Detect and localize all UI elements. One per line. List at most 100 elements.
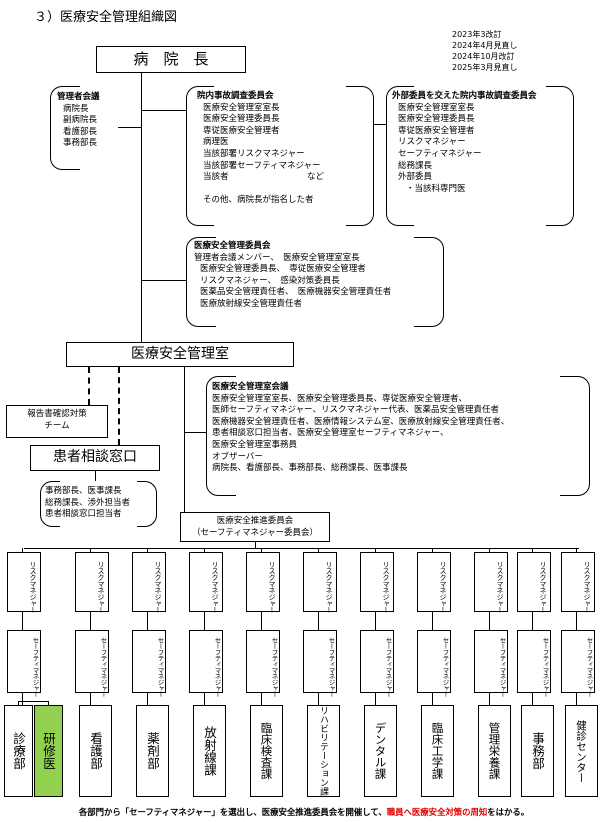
safety-manager-box: セーフティマネジャー xyxy=(417,630,451,697)
patient-consult-members: 事務部長、医事課長 総務課長、渉外担当者 患者相談窓口担当者 xyxy=(45,486,130,521)
meeting-line: 医療安全管理室室長、医療安全管理委員長、専従医療安全管理者、 xyxy=(212,393,468,404)
dept-join-line xyxy=(18,701,19,705)
meeting-line: 医療機器安全管理責任者、医療情報システム室、医療放射線安全管理責任者、 xyxy=(212,416,510,427)
risk-manager-label: リスクマネジャー xyxy=(539,561,547,613)
safety-committee-bracket-right xyxy=(414,237,444,327)
member: 当該部署セーフティマネジャー xyxy=(203,160,321,171)
consult-line: 事務部長、医事課長 xyxy=(45,486,122,496)
patient-consult-title: 患者相談窓口 xyxy=(53,449,137,465)
link-line xyxy=(204,693,205,705)
safety-manager-box: セーフティマネジャー xyxy=(360,630,394,697)
external-committee-connector xyxy=(374,124,386,125)
drop-line xyxy=(375,548,376,552)
consult-line: 患者相談窓口担当者 xyxy=(45,509,122,520)
member: ・当該科専門医 xyxy=(406,183,466,194)
member: 医療安全管理室室長 xyxy=(203,102,280,113)
safety-manager-box: セーフティマネジャー xyxy=(132,630,166,697)
department-6: 臨床検査課 xyxy=(250,705,283,797)
risk-manager-box: リスクマネジャー xyxy=(7,552,41,613)
promotion-committee-box: 医療安全推進委員会 （セーフティマネジャー委員会） xyxy=(180,512,330,542)
risk-manager-label: リスクマネジャー xyxy=(29,561,37,613)
patient-consult-bracket-left xyxy=(40,481,60,527)
report-team-line: チーム xyxy=(44,420,70,431)
internal-committee-note: その他、病院長が指名した者 xyxy=(203,194,314,205)
consult-line: 総務課長、渉外担当者 xyxy=(45,497,131,508)
member: 当該部署リスクマネジャー xyxy=(203,148,305,159)
safety-manager-label: セーフティマネジャー xyxy=(441,637,449,697)
member: 病理医 xyxy=(203,137,229,148)
drop-line xyxy=(489,548,490,552)
safety-manager-box: セーフティマネジャー xyxy=(246,630,280,697)
patient-consult-box: 患者相談窓口 xyxy=(30,445,160,471)
department-5: 放射線課 xyxy=(193,705,226,797)
member: 副病院長 xyxy=(63,115,98,126)
risk-manager-box: リスクマネジャー xyxy=(132,552,166,613)
risk-manager-label: リスクマネジャー xyxy=(97,561,105,613)
department-2: 研修医 xyxy=(34,705,63,797)
link-line xyxy=(432,693,433,705)
committee-line: 医療安全管理委員長、 専従医療安全管理者 xyxy=(200,264,366,275)
revision-line: 2024年4月見直し xyxy=(452,41,518,50)
member: 専従医療安全管理者 xyxy=(398,125,475,136)
link-line xyxy=(261,693,262,705)
meeting-line: 医師セーフティマネジャー、リスクマネジャー代表、医薬品安全管理責任者 xyxy=(212,405,500,416)
member: 医療安全管理委員長 xyxy=(398,114,475,125)
safety-manager-label: セーフティマネジャー xyxy=(99,637,107,697)
promotion-line: （セーフティマネジャー委員会） xyxy=(191,527,319,538)
patient-consult-line xyxy=(95,471,96,481)
link-line xyxy=(489,693,490,705)
safety-manager-box: セーフティマネジャー xyxy=(7,630,41,697)
member: リスクマネジャー xyxy=(398,137,466,148)
link-line xyxy=(375,612,376,630)
drop-line xyxy=(147,548,148,552)
member: 病院長 xyxy=(63,103,89,114)
link-line xyxy=(318,693,319,705)
dept-join-line xyxy=(48,701,49,705)
external-committee-bracket-right xyxy=(546,86,574,226)
risk-manager-box: リスクマネジャー xyxy=(189,552,223,613)
drop-line xyxy=(204,548,205,552)
revision-line: 2025年3月見直し xyxy=(452,63,518,72)
report-team-dashed-line xyxy=(88,367,90,405)
office-meeting: 医療安全管理室会議 医療安全管理室室長、医療安全管理委員長、専従医療安全管理者、… xyxy=(212,382,509,475)
link-line xyxy=(576,612,577,630)
internal-committee: 院内事故調査委員会 医療安全管理室室長 医療安全管理委員長 専従医療安全管理者 … xyxy=(197,91,324,206)
department-7: リハビリテーション課 xyxy=(307,705,340,797)
report-team-line: 報告書確認対策 xyxy=(27,409,87,419)
link-line xyxy=(489,612,490,630)
risk-manager-label: リスクマネジャー xyxy=(382,561,390,613)
safety-manager-label: セーフティマネジャー xyxy=(585,637,593,697)
page-title: ３）医療安全管理組織図 xyxy=(34,10,178,25)
link-line xyxy=(432,612,433,630)
office-meeting-connector xyxy=(184,432,206,433)
risk-manager-box: リスクマネジャー xyxy=(360,552,394,613)
revision-line: 2024年10月改訂 xyxy=(452,52,515,61)
management-connector xyxy=(118,127,141,128)
management-meeting: 管理者会議 病院長 副病院長 看護部長 事務部長 xyxy=(57,92,100,150)
member: 専従医療安全管理者 xyxy=(203,125,280,136)
risk-manager-label: リスクマネジャー xyxy=(583,561,591,613)
department-8: デンタル課 xyxy=(364,705,397,797)
safety-committee-connector xyxy=(141,280,186,281)
internal-committee-title: 院内事故調査委員会 xyxy=(197,91,274,101)
member: 外部委員 xyxy=(398,172,433,183)
drop-line xyxy=(432,548,433,552)
committee-line: リスクマネジャー、 感染対策委員長 xyxy=(200,275,340,286)
committee-line: 管理者会議メンバー、 医療安全管理室室長 xyxy=(194,252,360,263)
member: 医療安全管理委員長 xyxy=(203,114,280,125)
committee-line: 医療放射線安全管理責任者 xyxy=(200,298,303,309)
member: 事務部長 xyxy=(63,138,98,149)
footer-part1: 各部門から「セーフティマネジャー」を選出し、医療安全推進委員会を開催して、 xyxy=(78,807,387,817)
link-line xyxy=(318,612,319,630)
drop-line xyxy=(532,548,533,552)
internal-committee-connector xyxy=(141,110,186,111)
risk-manager-box: リスクマネジャー xyxy=(417,552,451,613)
member: セーフティマネジャー xyxy=(398,148,482,159)
risk-manager-label: リスクマネジャー xyxy=(211,561,219,613)
committee-line: 医薬品安全管理責任者、 医療機器安全管理責任者 xyxy=(200,287,392,298)
patient-consult-bracket-right xyxy=(137,481,157,527)
link-line xyxy=(204,612,205,630)
risk-manager-label: リスクマネジャー xyxy=(268,561,276,613)
risk-manager-label: リスクマネジャー xyxy=(496,561,504,613)
link-line xyxy=(576,693,577,705)
